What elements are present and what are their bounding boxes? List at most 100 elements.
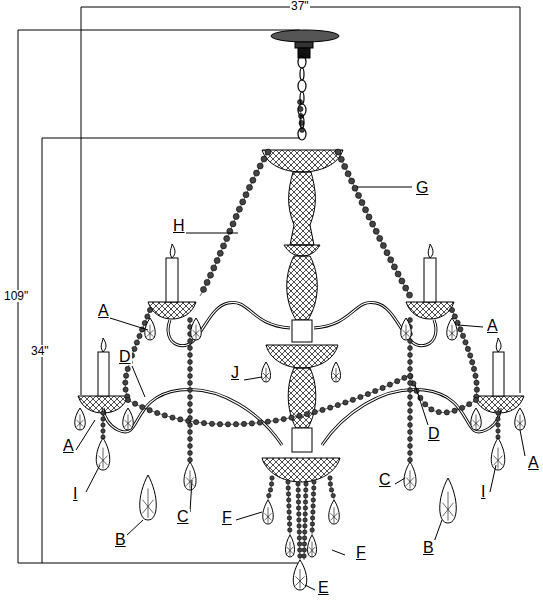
callout-letter: G [415,180,429,196]
callout-letter: B [114,532,127,548]
bead [449,307,454,312]
bead [408,416,413,421]
bead [496,417,500,421]
crystal-drop [263,500,274,524]
bead [452,408,457,413]
bead [243,192,249,198]
crystal-drop [123,408,134,430]
callout-letter: B [422,540,435,556]
bead [470,360,475,365]
bead [296,488,300,492]
bead [211,265,217,271]
bead [474,380,479,385]
bead [221,243,227,249]
bead [209,421,214,426]
bead [429,407,434,412]
bead [297,530,301,534]
bead [310,522,314,526]
bead [303,512,307,516]
drop-facets [186,470,194,488]
bead [358,394,363,399]
bead [188,381,193,386]
bead [302,536,306,540]
bead [233,214,239,220]
bead [473,373,478,378]
bead [496,429,500,433]
drop-facets [331,507,338,523]
bead [297,512,301,516]
bead [140,405,145,410]
bead [408,353,413,358]
drop-facets [263,368,269,381]
bead [312,409,317,414]
bead [496,411,500,415]
bead [408,402,413,407]
bead [331,493,335,497]
bead [162,413,167,418]
bead [155,410,160,415]
drop-facets [449,325,456,339]
drop-facets [403,325,410,339]
bead [304,488,308,492]
bead [204,279,210,285]
bead [194,420,199,425]
bead [201,421,206,426]
bead [473,397,478,402]
bead [101,411,105,415]
bead [297,542,301,546]
bead [101,417,105,421]
bead [188,353,193,358]
callout-letter: C [176,509,190,525]
bead [363,207,369,213]
chain-link [300,68,304,80]
bead [188,416,193,421]
bead [408,437,413,442]
bead [436,410,441,415]
bead [407,292,413,298]
chandelier-body [78,30,524,482]
drop-facets [333,368,339,381]
bead-string [128,375,410,424]
bead [267,493,271,497]
bead [268,488,272,492]
bead [178,417,183,422]
bead [297,518,301,522]
dimension-label: 34" [30,345,50,357]
drop-facets [147,325,154,339]
chain-link [298,56,306,68]
bead-string [452,310,477,398]
dimension-label: 37" [290,0,310,12]
bead [133,401,138,406]
bead [312,486,316,490]
bead [305,412,310,417]
bead [303,530,307,534]
drop-facets [406,470,414,488]
callout-letter: C [378,472,392,488]
bead [250,177,256,183]
bead [345,171,351,177]
drop-facets [125,415,132,429]
bead [188,395,193,400]
bead [289,415,294,420]
bead [188,318,193,323]
leader-lines [76,187,525,590]
bead [240,199,246,205]
bead [188,444,193,449]
bead [408,395,413,400]
crystal-drop [293,560,307,590]
bead [303,518,307,522]
bead [467,402,472,407]
drop-facets [265,507,272,523]
bead [265,149,271,155]
crystal-drop [286,535,295,557]
bead [380,385,385,390]
callout-letter: D [118,349,132,365]
bead [188,360,193,365]
bead [408,444,413,449]
bead [328,482,332,486]
bead [350,397,355,402]
bead [338,156,344,162]
crystal-drop [440,478,457,523]
callout-letter: D [427,426,441,442]
bead [408,430,413,435]
